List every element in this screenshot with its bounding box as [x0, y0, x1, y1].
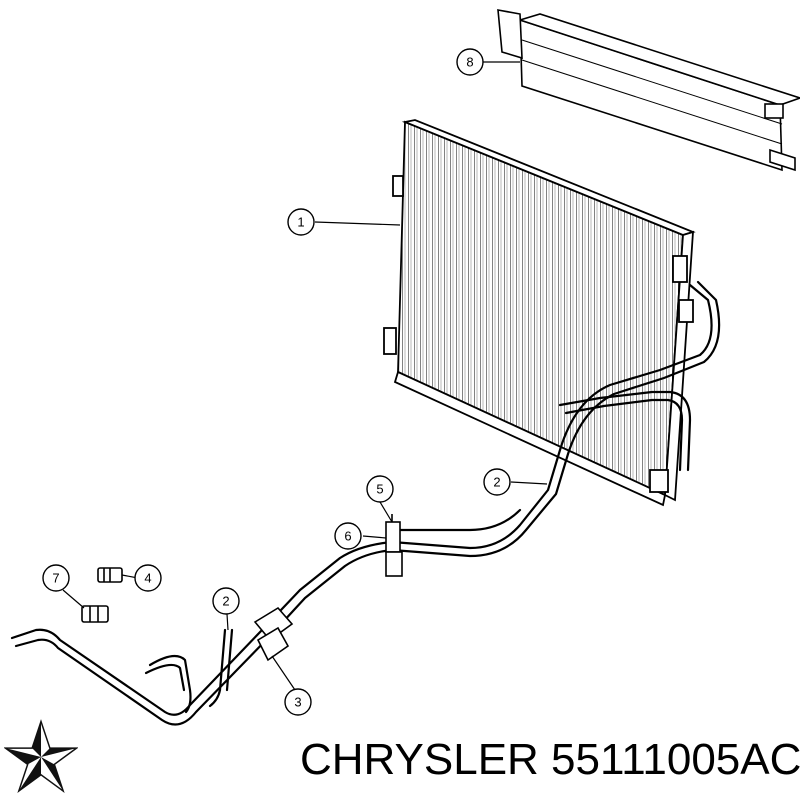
svg-text:7: 7: [52, 571, 59, 586]
part-number-caption: CHRYSLER 55111005AC: [300, 735, 800, 784]
svg-text:3: 3: [294, 695, 301, 710]
refrigerant-lines: [10, 280, 721, 726]
svg-text:2: 2: [493, 475, 500, 490]
callout-8: 8: [456, 48, 484, 76]
condenser-part-1: [383, 119, 696, 507]
callout-1: 1: [287, 208, 315, 236]
svg-text:8: 8: [466, 55, 473, 70]
callout-3: 3: [284, 688, 312, 716]
callout-5: 5: [366, 475, 394, 503]
callout-2-upper: 2: [483, 468, 511, 496]
line-fitting-part-3: [253, 606, 294, 662]
svg-text:1: 1: [297, 215, 304, 230]
pressure-switch-part-4: [97, 567, 123, 583]
svg-text:4: 4: [144, 571, 151, 586]
svg-text:2: 2: [222, 594, 229, 609]
service-valve-part-5-6: [385, 514, 403, 577]
svg-text:5: 5: [376, 482, 383, 497]
callout-4: 4: [134, 564, 162, 592]
oil-cooler-part-8: [497, 9, 800, 172]
svg-text:6: 6: [344, 529, 351, 544]
pentastar-logo-icon: [4, 719, 78, 794]
callout-2-lower: 2: [212, 587, 240, 615]
leader-lines: [62, 61, 548, 691]
pressure-transducer-part-7: [81, 605, 109, 623]
callout-6: 6: [334, 522, 362, 550]
callout-7: 7: [42, 564, 70, 592]
